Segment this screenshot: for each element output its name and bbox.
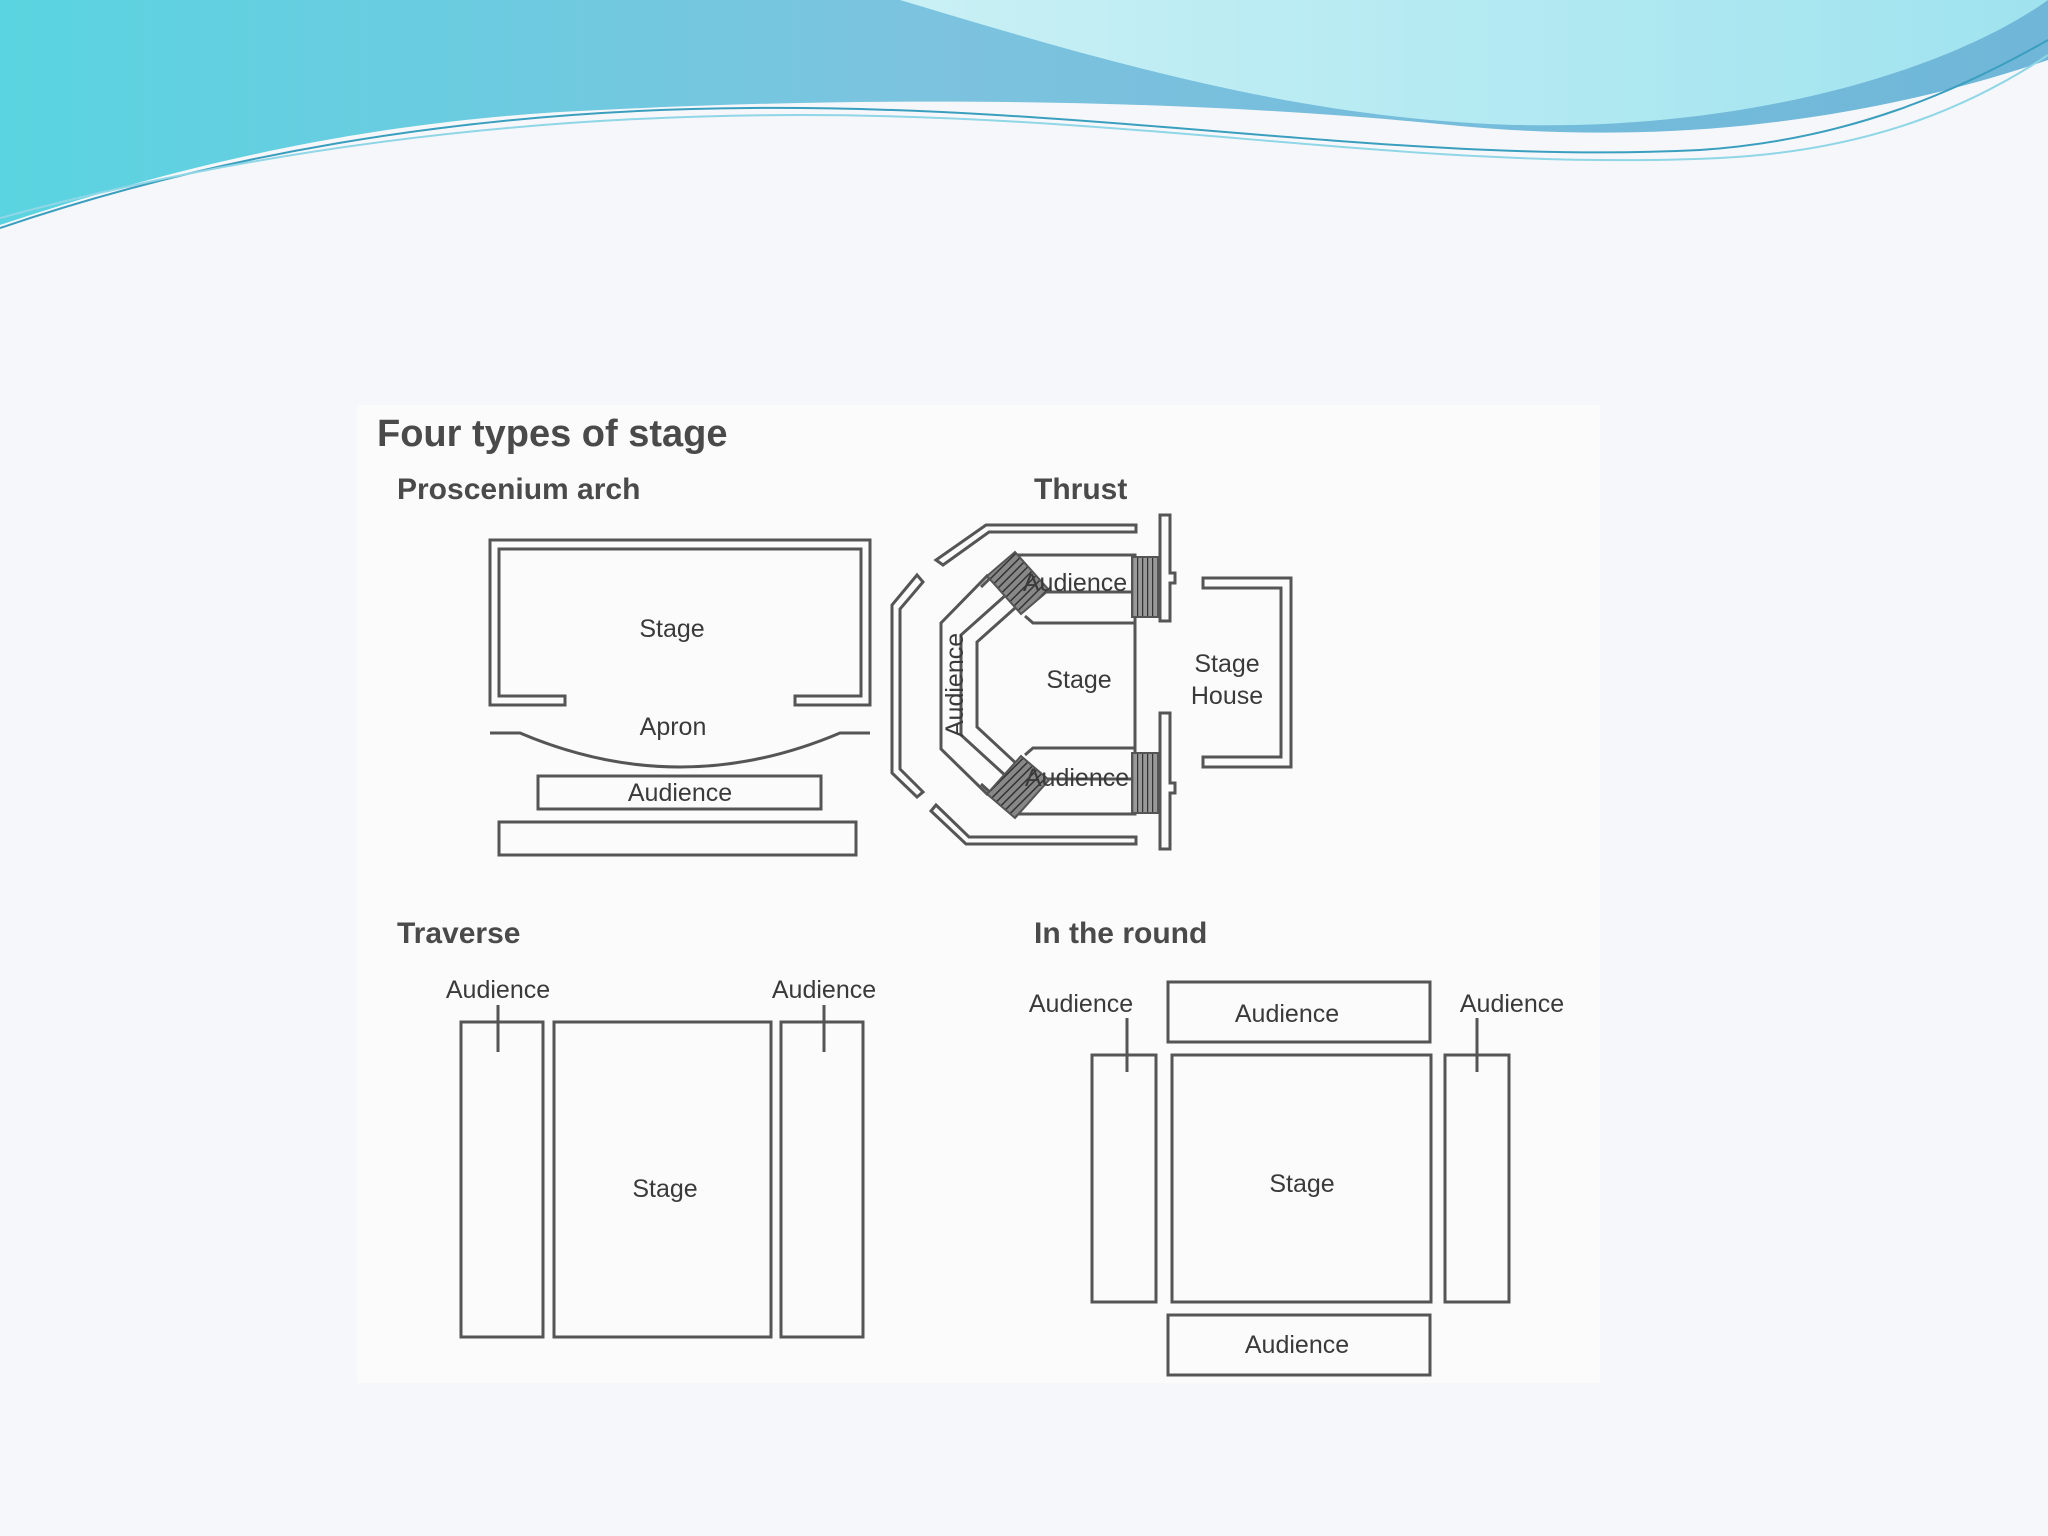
thrust-audience-side-label: Audience bbox=[941, 633, 969, 737]
stage-diagrams: Stage Apron Audience Audience Audience A… bbox=[446, 513, 1564, 1377]
round-audience-bottom bbox=[1166, 1313, 1432, 1377]
round-audience-right-label: Audience bbox=[1460, 990, 1564, 1018]
proscenium-apron-label: Apron bbox=[640, 713, 707, 741]
thrust-stage-house-label-2: House bbox=[1191, 682, 1263, 710]
thrust-proscenium-bottom bbox=[1158, 711, 1177, 851]
heading-thrust: Thrust bbox=[1034, 473, 1128, 506]
proscenium-diagram: Stage Apron Audience bbox=[488, 538, 872, 857]
heading-in-the-round: In the round bbox=[1034, 917, 1208, 950]
round-audience-left bbox=[1090, 1053, 1158, 1304]
round-audience-left-label: Audience bbox=[1029, 990, 1133, 1018]
banner-wave-light bbox=[900, 0, 2048, 126]
round-audience-top bbox=[1166, 980, 1432, 1044]
traverse-stage bbox=[552, 1020, 773, 1339]
round-audience-bottom-label: Audience bbox=[1245, 1331, 1349, 1359]
banner-curve bbox=[0, 39, 2048, 229]
round-audience-right bbox=[1443, 1053, 1511, 1304]
traverse-audience-left bbox=[459, 1020, 545, 1339]
heading-proscenium: Proscenium arch bbox=[397, 473, 641, 506]
thrust-stage-house-label-1: Stage bbox=[1194, 650, 1259, 678]
proscenium-apron bbox=[490, 731, 870, 769]
proscenium-audience-row-1 bbox=[536, 774, 823, 811]
thrust-stage-label: Stage bbox=[1046, 666, 1111, 694]
proscenium-audience-row-2 bbox=[497, 820, 858, 857]
proscenium-audience-label: Audience bbox=[628, 779, 732, 807]
traverse-audience-left-label: Audience bbox=[446, 976, 550, 1004]
thrust-outer-top-wall bbox=[933, 523, 1138, 567]
figure-title: Four types of stage bbox=[377, 413, 728, 455]
round-audience-top-label: Audience bbox=[1235, 1000, 1339, 1028]
proscenium-stage-wall bbox=[488, 538, 872, 707]
thrust-audience-top-label: Audience bbox=[1023, 569, 1127, 597]
thrust-audience-bottom-label: Audience bbox=[1025, 764, 1129, 792]
proscenium-stage-label: Stage bbox=[639, 615, 704, 643]
thrust-stage-house bbox=[1201, 576, 1293, 769]
thrust-steps-bottom bbox=[1131, 752, 1159, 814]
stage-types-figure: Four types of stage Proscenium arch Thru… bbox=[357, 405, 1600, 1383]
banner-curve-2 bbox=[0, 54, 2048, 219]
thrust-steps-top bbox=[1131, 556, 1159, 618]
thrust-outer-left-wall bbox=[890, 572, 926, 800]
traverse-audience-right-label: Audience bbox=[772, 976, 876, 1004]
heading-traverse: Traverse bbox=[397, 917, 521, 950]
round-stage-label: Stage bbox=[1269, 1170, 1334, 1198]
thrust-outer-bottom-wall bbox=[928, 802, 1138, 846]
thrust-vomitory-top bbox=[985, 550, 1051, 616]
thrust-proscenium-top bbox=[1158, 513, 1177, 623]
thrust-vomitory-bottom bbox=[985, 754, 1051, 820]
thrust-diagram: Audience Audience Audience Stage Stage H… bbox=[890, 513, 1293, 851]
traverse-audience-right bbox=[779, 1020, 865, 1339]
in-the-round-diagram: Audience Audience Audience Stage Audienc… bbox=[1029, 980, 1564, 1377]
traverse-stage-label: Stage bbox=[632, 1175, 697, 1203]
round-stage bbox=[1170, 1053, 1433, 1304]
header-wave-banner bbox=[0, 0, 2048, 229]
traverse-diagram: Audience Audience Stage bbox=[446, 976, 876, 1339]
